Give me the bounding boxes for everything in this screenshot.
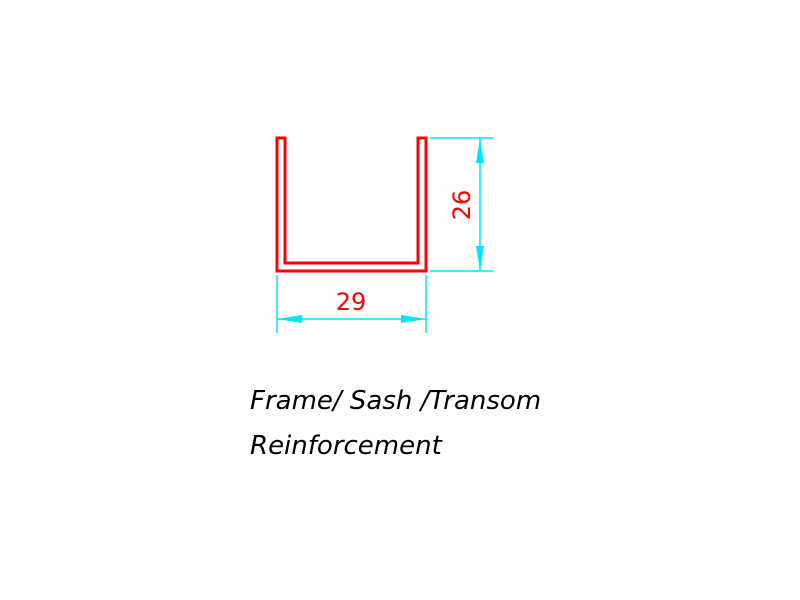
height-dimension-label: 26 bbox=[448, 190, 476, 221]
width-arrow-right bbox=[401, 315, 426, 323]
caption-title: Frame/ Sash /Transom bbox=[250, 386, 542, 416]
height-arrow-top bbox=[476, 138, 484, 163]
u-channel-profile bbox=[275, 136, 428, 273]
caption-subtitle: Reinforcement bbox=[250, 431, 442, 461]
height-arrow-bottom bbox=[476, 246, 484, 271]
width-dimension: 29 bbox=[276, 275, 427, 333]
height-dimension: 26 bbox=[430, 137, 493, 272]
width-dimension-label: 29 bbox=[336, 288, 367, 316]
width-arrow-left bbox=[277, 315, 302, 323]
